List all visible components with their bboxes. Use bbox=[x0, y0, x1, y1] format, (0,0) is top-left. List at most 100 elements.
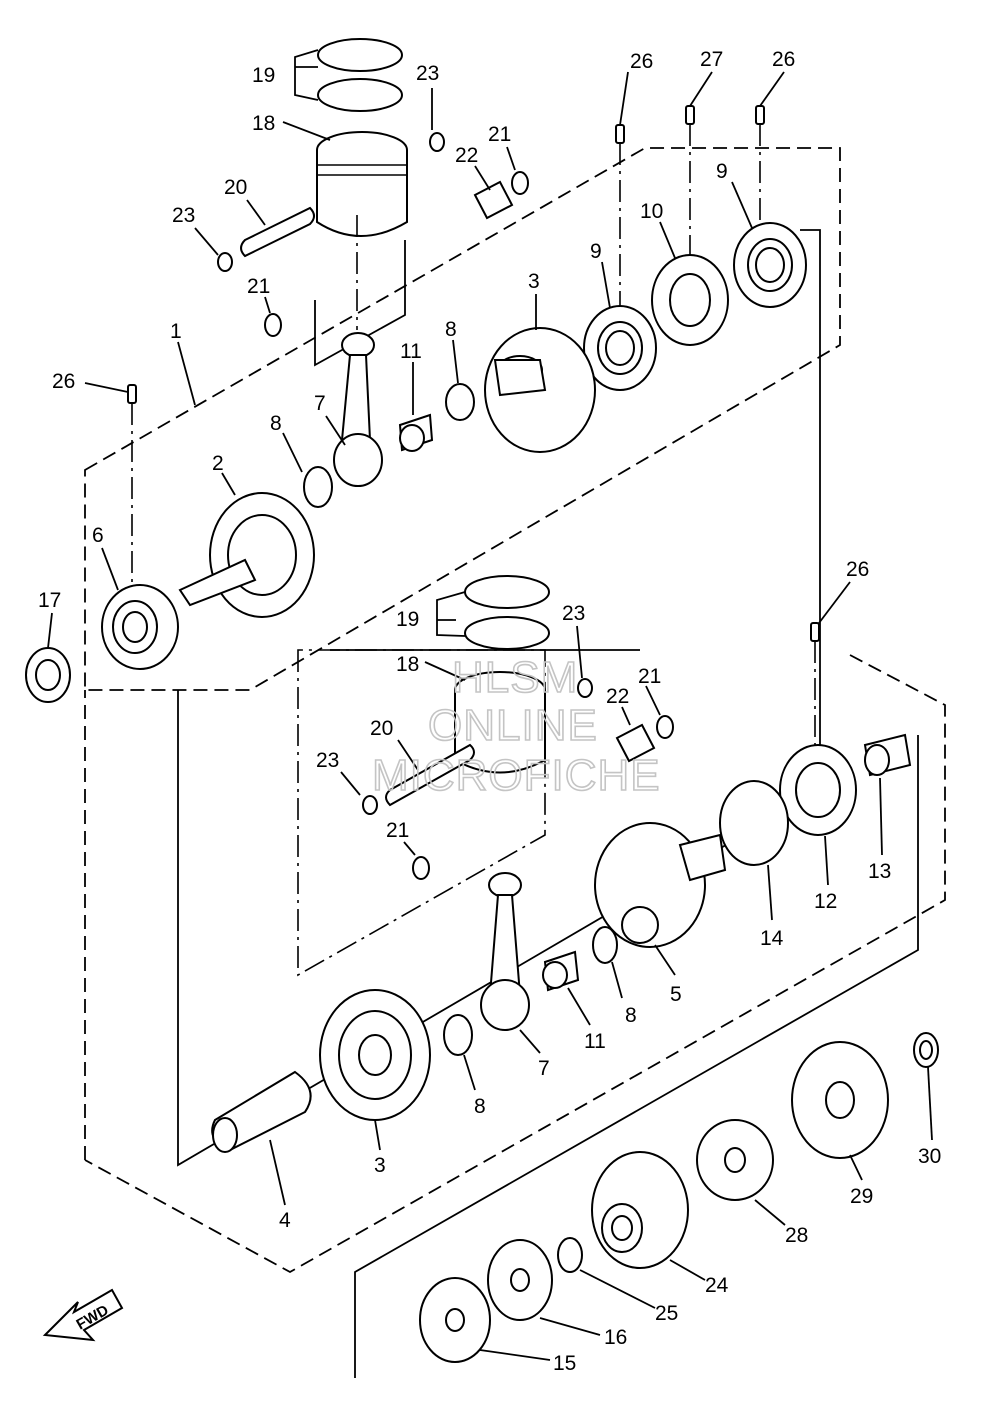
callout-23-upper-left: 23 bbox=[172, 204, 195, 227]
damper-28 bbox=[696, 1119, 774, 1201]
callout-21-lower-left: 21 bbox=[386, 819, 409, 842]
callout-23-upper-right: 23 bbox=[416, 62, 439, 85]
callout-26-upper-b: 26 bbox=[772, 48, 795, 71]
bearing-6 bbox=[101, 584, 179, 670]
dowel-pin-lower bbox=[810, 622, 820, 642]
bushing-11-upper bbox=[398, 413, 434, 452]
washer-21-lower-b bbox=[412, 856, 430, 880]
callout-18-upper: 18 bbox=[252, 112, 275, 135]
snap-ring-14 bbox=[719, 780, 789, 866]
washer-8-upper-a bbox=[445, 383, 475, 421]
plate-15 bbox=[419, 1277, 491, 1363]
callout-21-upper-left: 21 bbox=[247, 275, 270, 298]
callout-13: 13 bbox=[868, 860, 891, 883]
callout-7-upper: 7 bbox=[314, 392, 326, 415]
watermark-line-2: ONLINE bbox=[428, 701, 598, 750]
crank-3-lower bbox=[319, 989, 431, 1121]
washer-8-lower-a bbox=[592, 926, 618, 964]
washer-8-lower-b bbox=[443, 1014, 473, 1056]
bearing-9a bbox=[583, 305, 657, 391]
piston-ring-pair-lower bbox=[464, 575, 550, 650]
bearing-9b bbox=[733, 222, 807, 308]
callout-22-lower: 22 bbox=[606, 685, 629, 708]
bushing-11-lower bbox=[542, 950, 580, 992]
callout-18-lower: 18 bbox=[396, 653, 419, 676]
oil-seal-17 bbox=[25, 647, 71, 703]
callout-11-upper: 11 bbox=[400, 340, 422, 363]
callout-16: 16 bbox=[604, 1326, 627, 1349]
callout-14: 14 bbox=[760, 927, 784, 950]
callout-8-upper-b: 8 bbox=[270, 412, 282, 435]
callout-9-left: 9 bbox=[590, 240, 602, 263]
callout-29: 29 bbox=[850, 1185, 873, 1208]
callout-30: 30 bbox=[918, 1145, 941, 1168]
callout-8-upper-a: 8 bbox=[445, 318, 457, 341]
washer-21-upper-b bbox=[264, 313, 282, 337]
crank-2 bbox=[178, 492, 315, 618]
leader-lines bbox=[47, 49, 933, 1361]
washer-25 bbox=[557, 1237, 583, 1273]
callout-21-upper-right: 21 bbox=[488, 123, 511, 146]
callout-26-left: 26 bbox=[52, 370, 75, 393]
callout-22-upper: 22 bbox=[455, 144, 478, 167]
crank-3-upper bbox=[484, 327, 596, 453]
circlip-lower-a bbox=[577, 678, 593, 698]
callout-15: 15 bbox=[553, 1352, 576, 1375]
piston-upper bbox=[316, 131, 408, 237]
crank-5 bbox=[594, 822, 727, 948]
circlip-upper-a bbox=[429, 132, 445, 152]
callout-19-upper: 19 bbox=[252, 64, 275, 87]
pin-4 bbox=[211, 1070, 312, 1153]
washer-21-upper-a bbox=[511, 171, 529, 195]
needle-bearing-lower bbox=[615, 723, 656, 763]
callout-10: 10 bbox=[640, 200, 663, 223]
upper-assembly-outline bbox=[84, 147, 841, 691]
bushing-13 bbox=[863, 733, 912, 777]
callout-20-upper: 20 bbox=[224, 176, 247, 199]
fwd-arrow: FWD bbox=[42, 1288, 124, 1342]
bearing-12 bbox=[779, 744, 857, 836]
washer-8-upper-b bbox=[303, 466, 333, 508]
lower-inner-outline bbox=[330, 649, 919, 1378]
connecting-rod-lower bbox=[480, 872, 530, 1031]
callout-20-lower: 20 bbox=[370, 717, 393, 740]
callout-2: 2 bbox=[212, 452, 224, 475]
callout-28: 28 bbox=[785, 1224, 808, 1247]
connecting-rod-upper bbox=[333, 332, 383, 487]
callout-3-upper: 3 bbox=[528, 270, 540, 293]
callout-12: 12 bbox=[814, 890, 837, 913]
callout-23-lower-left: 23 bbox=[316, 749, 339, 772]
callout-25: 25 bbox=[655, 1302, 678, 1325]
callout-7-lower: 7 bbox=[538, 1057, 550, 1080]
callout-19-lower: 19 bbox=[396, 608, 419, 631]
callout-8-lower-a: 8 bbox=[625, 1004, 637, 1027]
oil-seal-10 bbox=[651, 254, 729, 346]
callout-27: 27 bbox=[700, 48, 723, 71]
circlip-lower-b bbox=[362, 795, 378, 815]
plate-16 bbox=[487, 1239, 553, 1321]
circlip-upper-b bbox=[217, 252, 233, 272]
callout-1: 1 bbox=[170, 320, 182, 343]
lower-assembly-outline bbox=[84, 654, 946, 1274]
callout-5: 5 bbox=[670, 983, 682, 1006]
callout-26-lower: 26 bbox=[846, 558, 869, 581]
piston-ring-pair-upper bbox=[317, 38, 403, 112]
needle-bearing-upper bbox=[473, 180, 514, 220]
callout-4: 4 bbox=[279, 1209, 291, 1232]
callout-3-lower: 3 bbox=[374, 1154, 386, 1177]
coupling-24 bbox=[591, 1151, 689, 1269]
piston-lower bbox=[454, 671, 546, 774]
callout-8-lower-b: 8 bbox=[474, 1095, 486, 1118]
callout-26-upper-a: 26 bbox=[630, 50, 653, 73]
callout-6: 6 bbox=[92, 524, 104, 547]
callout-labels: 19 23 18 20 23 21 22 21 26 27 26 9 10 9 … bbox=[38, 48, 941, 1375]
callout-9-right: 9 bbox=[716, 160, 728, 183]
washer-21-lower-a bbox=[656, 715, 674, 739]
callout-17: 17 bbox=[38, 589, 61, 612]
callout-21-lower-right: 21 bbox=[638, 665, 661, 688]
watermark: HLSM ONLINE MICROFICHE bbox=[371, 652, 661, 801]
watermark-line-1: HLSM bbox=[452, 653, 578, 702]
piston-pin-lower bbox=[385, 743, 475, 807]
watermark-line-3: MICROFICHE bbox=[372, 751, 661, 800]
